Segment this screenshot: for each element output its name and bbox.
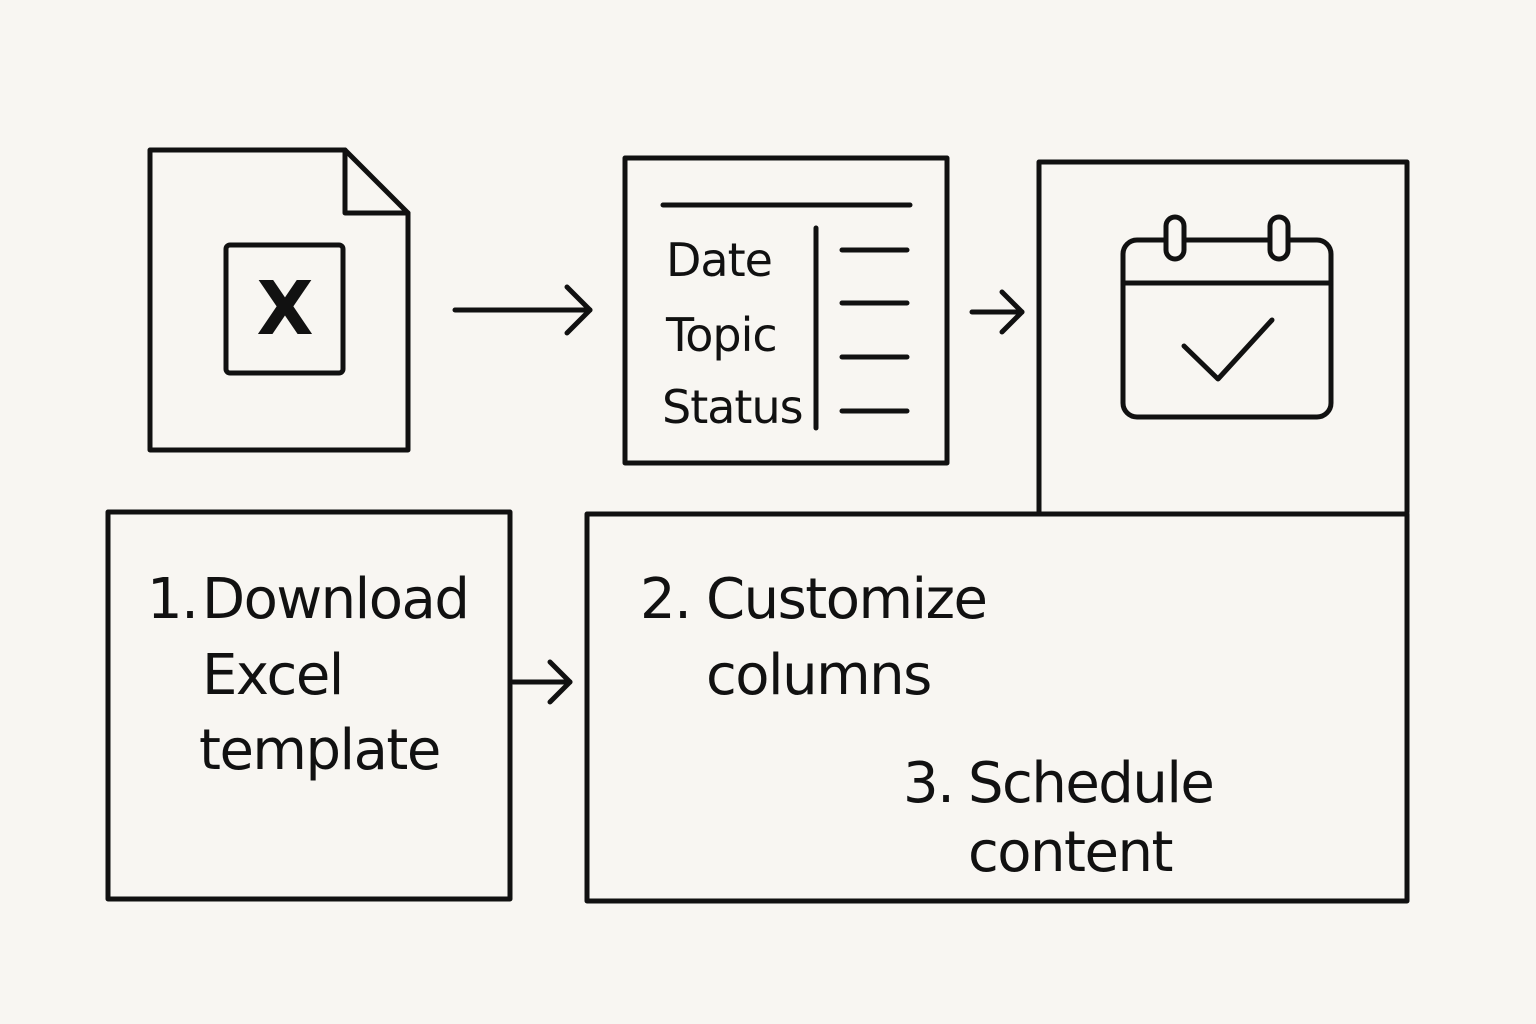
step-3-number: 3.	[903, 751, 955, 816]
step-2-line-1: Customize	[706, 567, 988, 632]
field-label-topic: Topic	[666, 308, 778, 362]
excel-letter: X	[256, 266, 314, 352]
step-1-line-1: Download	[202, 567, 470, 632]
step-2-line-2: columns	[706, 643, 932, 708]
excel-file-icon	[147, 147, 411, 453]
step-1-number: 1.	[147, 567, 199, 632]
step-3-line-1: Schedule	[968, 751, 1215, 816]
step-2-number: 2.	[640, 567, 692, 632]
step-1-box	[105, 509, 513, 902]
step-1-line-3: template	[199, 718, 441, 783]
file-corner-fold	[342, 147, 411, 216]
calendar-ring-right	[1267, 214, 1291, 262]
spreadsheet-columns-icon	[622, 155, 950, 466]
right-arrow-icon	[452, 284, 593, 336]
calendar-ring-left	[1163, 214, 1187, 262]
field-label-date: Date	[666, 233, 773, 287]
calendar-panel	[1036, 159, 1410, 515]
step-2-3-box	[584, 511, 1410, 904]
columns-card-frame	[622, 155, 950, 466]
step-3-line-2: content	[968, 820, 1173, 885]
field-label-status: Status	[662, 380, 804, 434]
right-arrow-icon	[969, 289, 1025, 335]
calendar-panel-frame	[1036, 159, 1410, 515]
calendar-body	[1120, 237, 1334, 420]
check-mark-icon	[1181, 317, 1275, 382]
right-arrow-icon	[510, 659, 573, 705]
excel-badge	[223, 242, 346, 376]
calendar-check-icon	[1120, 214, 1334, 420]
step-1-line-2: Excel	[202, 643, 344, 708]
file-outline	[147, 147, 411, 453]
